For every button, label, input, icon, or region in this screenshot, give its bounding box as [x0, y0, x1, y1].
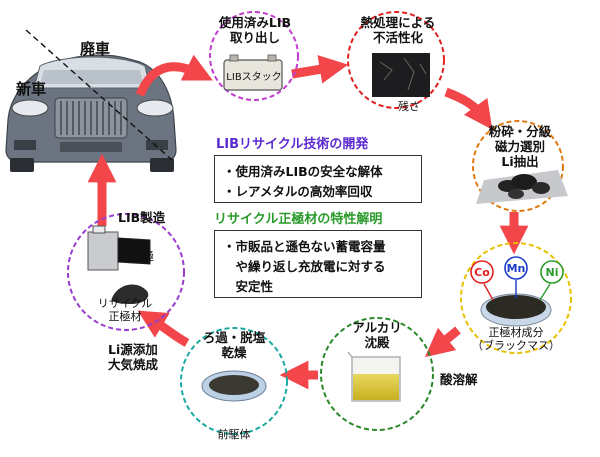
element-mn-label: Mn	[507, 262, 526, 275]
heading-cathode-characterization: リサイクル正極材の特性解明	[214, 212, 383, 227]
step-ring-used-lib	[209, 11, 299, 101]
electrode-label: 正極	[132, 250, 154, 263]
element-co-circle	[470, 260, 494, 284]
arrow-heat-to-crush	[444, 87, 493, 130]
characterization-point: ・市販品と遜色ない蓄電容量	[223, 239, 386, 254]
element-ni-circle	[540, 260, 564, 284]
crushed-powder-image	[476, 170, 568, 204]
step-ring-filter	[180, 327, 288, 435]
characterization-points-box: ・市販品と遜色ない蓄電容量 や繰り返し充放電に対する 安定性	[214, 230, 422, 298]
step-ring-crushing	[472, 120, 564, 212]
characterization-point: や繰り返し充放電に対する	[223, 259, 386, 274]
element-co-label: Co	[474, 266, 490, 279]
recycling-point: ・使用済みLIBの安全な解体	[223, 164, 383, 179]
step-ring-lib-manufacture	[67, 213, 185, 331]
heading-lib-recycling: LIBリサイクル技術の開発	[216, 137, 369, 152]
filter-title: ろ過・脱塩乾燥	[202, 330, 266, 360]
lib-manufacture-title: LIB製造	[118, 210, 166, 225]
new-car-label: 新車	[16, 80, 47, 98]
alkali-title: アルカリ沈殿	[352, 320, 402, 350]
step-ring-alkali	[320, 317, 434, 431]
lib-stack-label: LIBスタック	[226, 72, 282, 83]
old-car-label: 廃車	[80, 40, 111, 58]
black-mass-dish	[480, 280, 552, 327]
precursor-dish	[201, 370, 267, 402]
car-illustration	[5, 54, 177, 172]
recycling-point: ・レアメタルの高効率回収	[223, 184, 373, 199]
precursor-caption: 前駆体	[217, 428, 251, 441]
heat-title: 熱処理による不活性化	[360, 15, 436, 45]
residue-label: 残さ	[398, 100, 420, 113]
element-circles: Co Mn Ni	[470, 256, 564, 284]
recycled-material-label: リサイクル正極材	[97, 297, 153, 323]
li-source-label: Li源添加大気焼成	[108, 342, 159, 372]
step-ring-black-mass	[460, 242, 572, 354]
recycling-points-box: ・使用済みLIBの安全な解体 ・レアメタルの高効率回収	[214, 155, 422, 203]
residue-image	[372, 53, 430, 97]
flow-arrows	[87, 54, 529, 390]
step-ring-heat-treatment	[347, 11, 445, 109]
characterization-point: 安定性	[223, 279, 274, 294]
arrow-car-to-used	[135, 54, 213, 97]
old-new-divider	[25, 29, 173, 161]
element-mn-circle	[504, 256, 528, 280]
arrow-used-to-heat	[291, 55, 349, 84]
element-ni-label: Ni	[546, 266, 559, 279]
arrow-black-to-alkali	[424, 326, 461, 358]
beaker-image	[347, 351, 401, 402]
black-mass-caption: 正極材成分（ブラックマス）	[472, 326, 560, 352]
acid-dissolution-label: 酸溶解	[440, 372, 478, 387]
arrow-filter-to-lib	[137, 310, 190, 347]
lib-stack-icon	[223, 54, 283, 91]
lib-manufacture-illustration	[87, 225, 151, 304]
